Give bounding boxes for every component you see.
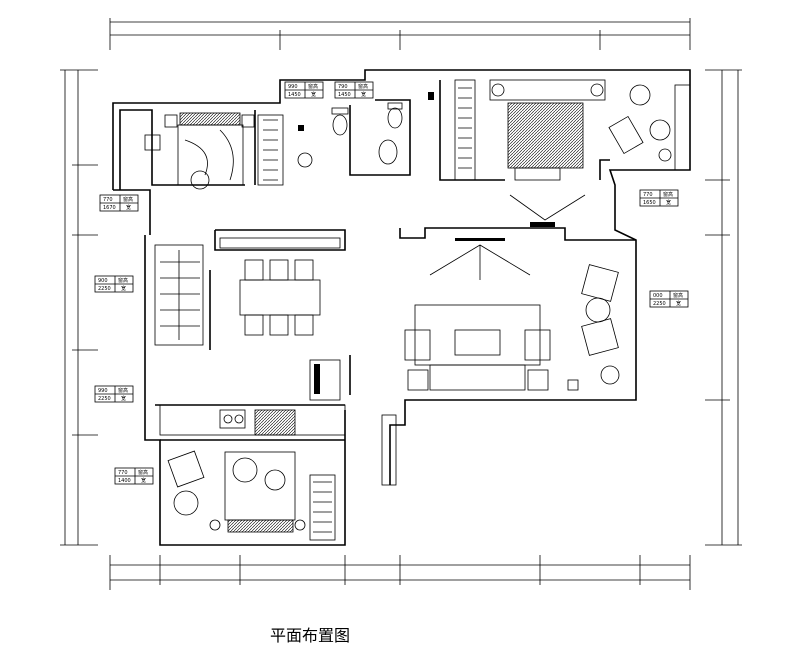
window-tag: 790 窗高 1450 宽: [334, 81, 374, 99]
window-tag-text: 990: [288, 84, 298, 90]
window-tag-text: 窗高: [663, 191, 673, 198]
window-tag-text: 宽: [126, 204, 131, 211]
window-tag-text: 窗高: [118, 277, 128, 284]
window-tag-text: 窗高: [138, 469, 148, 476]
window-tag-text: 窗高: [308, 83, 318, 90]
window-tags: 770 窗高 1670 宽 900 窗高 2250 宽 990 窗高 2250 宽 770 窗高 1400 宽…: [94, 81, 689, 485]
window-tag-text: 窗高: [123, 196, 133, 203]
window-tag-text: 1400: [118, 478, 131, 484]
window-tag-text: 宽: [361, 91, 366, 98]
furniture: [144, 79, 691, 541]
window-tag-text: 宽: [676, 300, 681, 307]
window-tag-text: 1450: [288, 92, 301, 98]
window-tag-text: 770: [103, 197, 113, 203]
window-tag-text: 宽: [666, 199, 671, 206]
dimension-lines: [60, 18, 742, 590]
window-tag-text: 2250: [653, 301, 666, 307]
walls: [112, 69, 691, 546]
window-tag-text: 宽: [311, 91, 316, 98]
window-tag-text: 770: [643, 192, 653, 198]
window-tag: 990 窗高 2250 宽: [94, 385, 134, 403]
window-tag-text: 1670: [103, 205, 116, 211]
window-tag-text: 窗高: [118, 387, 128, 394]
window-tag-text: 窗高: [358, 83, 368, 90]
window-tag-text: 000: [653, 293, 663, 299]
window-tag-text: 1650: [643, 200, 656, 206]
window-tag-text: 2250: [98, 396, 111, 402]
window-tag-text: 宽: [141, 477, 146, 484]
window-tag-text: 990: [98, 388, 108, 394]
window-tag-text: 900: [98, 278, 108, 284]
drawing-title: 平面布置图: [270, 626, 351, 645]
window-tag-text: 790: [338, 84, 348, 90]
window-tag: 770 窗高 1670 宽: [99, 194, 139, 212]
window-tag-text: 2250: [98, 286, 111, 292]
window-tag-text: 宽: [121, 285, 126, 292]
window-tag-text: 窗高: [673, 292, 683, 299]
window-tag: 990 窗高 1450 宽: [284, 81, 324, 99]
window-tag: 770 窗高 1650 宽: [639, 189, 679, 207]
window-tag: 900 窗高 2250 宽: [94, 275, 134, 293]
window-tag-text: 770: [118, 470, 128, 476]
window-tag: 000 窗高 2250 宽: [649, 290, 689, 308]
window-tag: 770 窗高 1400 宽: [114, 467, 154, 485]
window-tag-text: 1450: [338, 92, 351, 98]
window-tag-text: 宽: [121, 395, 126, 402]
